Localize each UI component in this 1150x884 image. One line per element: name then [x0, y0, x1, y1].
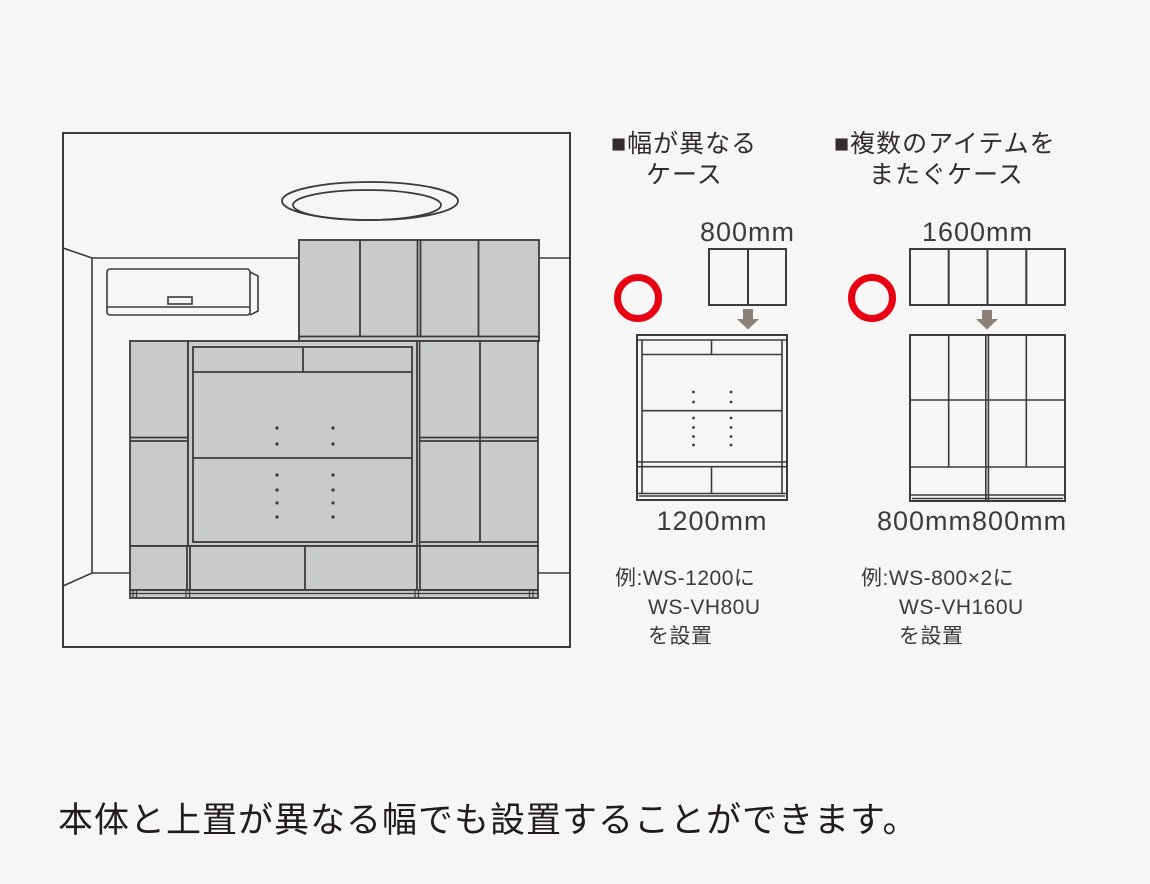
case1-base-unit: [636, 334, 788, 501]
upper-cabinet-row: [298, 239, 540, 342]
case2-bottom-width-left: 800mm: [877, 506, 973, 536]
right-column-cabinet: [418, 340, 539, 547]
room-illustration: [62, 132, 571, 648]
bottom-drawer-row: [129, 545, 539, 591]
case2-example-line3: を設置: [899, 625, 964, 648]
down-arrow-icon: [976, 310, 998, 330]
case1-header-line2: ケース: [646, 161, 723, 189]
case2-top-unit: [909, 248, 1066, 306]
case1-diagram: [614, 248, 788, 501]
base-plinth: [129, 589, 539, 599]
room-frame: [62, 132, 571, 648]
tv-board-dots: [275, 426, 335, 519]
case1-header-line1: ■幅が異なる: [611, 130, 758, 158]
case1-example-line3: を設置: [648, 625, 713, 648]
left-column-cabinet: [129, 340, 189, 547]
case1-example: 例:WS-1200に WS-VH80U を設置: [615, 564, 761, 651]
case1-header: ■幅が異なる ケース: [611, 129, 757, 191]
case2-diagram: [848, 248, 1066, 502]
ceiling-light-icon: [281, 181, 459, 221]
tv-board: [187, 340, 418, 547]
case2-header: ■複数のアイテムを またぐケース: [834, 129, 1056, 191]
down-arrow-icon: [737, 309, 759, 330]
case1-base-unit-dots: [692, 390, 733, 447]
ok-circle-icon: [614, 274, 662, 322]
case2-base-units: [909, 334, 1066, 502]
case2-bottom-width-right: 800mm: [972, 506, 1068, 536]
case1-top-unit: [708, 248, 787, 306]
case2-top-width-label: 1600mm: [921, 217, 1034, 247]
page-caption: 本体と上置が異なる幅でも設置することができます。: [58, 801, 919, 840]
case2-example-line2: WS-VH160U: [899, 596, 1024, 619]
case2-example-line1: 例:WS-800×2に: [861, 567, 1015, 590]
case1-example-line2: WS-VH80U: [648, 596, 761, 619]
case1-bottom-width-label: 1200mm: [656, 506, 768, 536]
case2-example: 例:WS-800×2に WS-VH160U を設置: [861, 564, 1024, 651]
ok-circle-icon: [848, 274, 896, 322]
case2-header-line1: ■複数のアイテムを: [834, 130, 1056, 158]
case2-header-line2: またぐケース: [869, 161, 1024, 189]
case1-example-line1: 例:WS-1200に: [615, 567, 756, 590]
air-conditioner-icon: [106, 268, 259, 316]
case1-top-width-label: 800mm: [699, 217, 796, 247]
wall-storage-unit: [129, 239, 540, 599]
case2-bottom-width-labels: 800mm 800mm: [877, 506, 1068, 537]
